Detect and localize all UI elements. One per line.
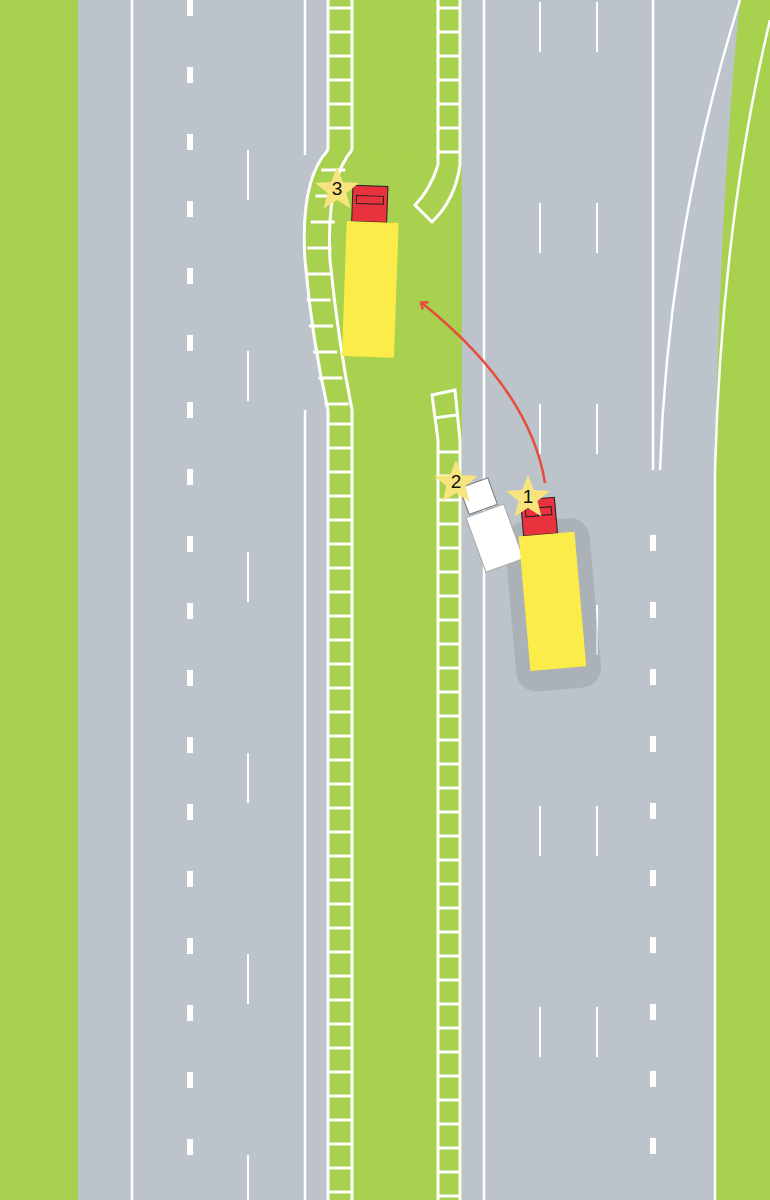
travel-arrow	[422, 303, 545, 483]
impact-star: 2	[433, 459, 479, 505]
truck	[516, 496, 587, 671]
median-hatching	[304, 0, 460, 1200]
truck	[342, 185, 400, 358]
callout-number: 1	[505, 474, 551, 520]
right-carriageway	[462, 0, 740, 1200]
callout-number: 3	[314, 166, 360, 212]
callout-number: 2	[433, 459, 479, 505]
left-carriageway	[78, 0, 328, 1200]
impact-star: 1	[505, 474, 551, 520]
impact-star: 3	[314, 166, 360, 212]
lane-markings	[132, 0, 770, 1200]
